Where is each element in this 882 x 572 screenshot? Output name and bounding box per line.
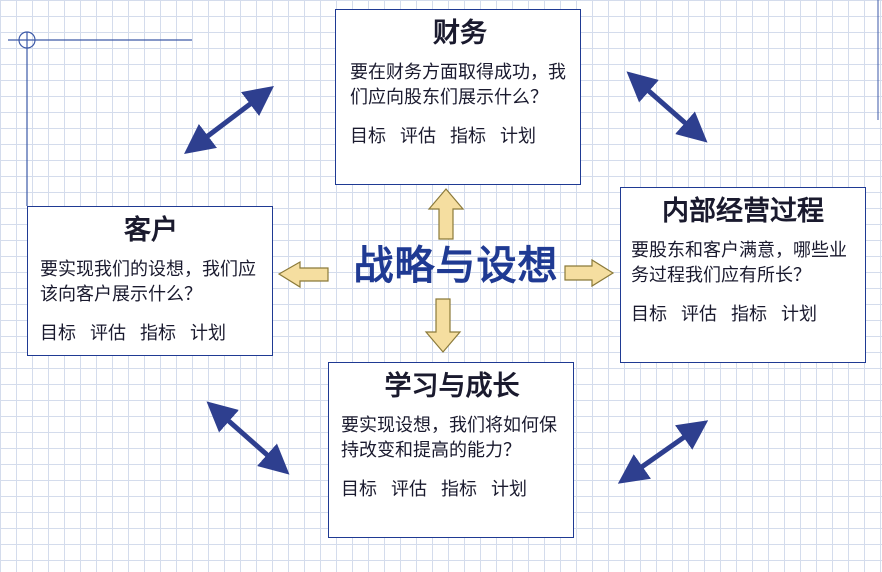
block-arrow-left <box>277 260 329 289</box>
internal-metric-plan: 计划 <box>781 304 817 326</box>
customer-question: 要实现我们的设想，我们应该向客户展示什么？ <box>40 259 256 306</box>
learning-metric-evaluation: 评估 <box>391 479 427 501</box>
learning-growth-box: 学习与成长 要实现设想，我们将如何保持改变和提高的能力？ 目标 评估 指标 计划 <box>328 362 574 538</box>
learning-metric-indicator: 指标 <box>441 479 477 501</box>
customer-box: 客户 要实现我们的设想，我们应该向客户展示什么？ 目标 评估 指标 计划 <box>27 206 273 356</box>
customer-metric-goal: 目标 <box>40 323 76 345</box>
learning-growth-title: 学习与成长 <box>384 371 520 402</box>
finance-metric-evaluation: 评估 <box>400 126 436 148</box>
finance-metric-indicator: 指标 <box>450 126 486 148</box>
finance-metric-goal: 目标 <box>350 126 386 148</box>
arrow-finance-internal <box>626 71 708 143</box>
learning-metric-goal: 目标 <box>341 479 377 501</box>
finance-metric-plan: 计划 <box>500 126 536 148</box>
internal-process-title: 内部经营过程 <box>662 196 824 227</box>
finance-metrics: 目标 评估 指标 计划 <box>350 122 570 148</box>
finance-box: 财务 要在财务方面取得成功，我们应向股东们展示什么？ 目标 评估 指标 计划 <box>335 9 581 185</box>
arrow-customer-learning <box>206 401 290 475</box>
learning-growth-question: 要实现设想，我们将如何保持改变和提高的能力？ <box>341 415 557 462</box>
customer-metric-plan: 计划 <box>190 323 226 345</box>
block-arrow-down <box>424 298 462 353</box>
deco-crosshair-circle <box>18 31 36 49</box>
internal-process-box: 内部经营过程 要股东和客户满意，哪些业务过程我们应有所长？ 目标 评估 指标 计… <box>620 187 866 363</box>
arrow-customer-finance <box>184 85 274 155</box>
finance-title: 财务 <box>433 18 487 49</box>
block-arrow-right <box>564 258 615 288</box>
arrow-internal-learning <box>617 420 709 484</box>
internal-metric-indicator: 指标 <box>731 304 767 326</box>
strategy-vision-title: 战略与设想 <box>353 242 559 289</box>
customer-title: 客户 <box>124 215 178 246</box>
internal-process-metrics: 目标 评估 指标 计划 <box>631 300 855 326</box>
learning-metric-plan: 计划 <box>491 479 527 501</box>
block-arrow-up <box>427 188 465 240</box>
customer-metrics: 目标 评估 指标 计划 <box>40 319 262 345</box>
customer-metric-indicator: 指标 <box>140 323 176 345</box>
internal-metric-evaluation: 评估 <box>681 304 717 326</box>
internal-process-question: 要股东和客户满意，哪些业务过程我们应有所长？ <box>631 240 847 287</box>
learning-growth-metrics: 目标 评估 指标 计划 <box>341 475 563 501</box>
customer-metric-evaluation: 评估 <box>90 323 126 345</box>
internal-metric-goal: 目标 <box>631 304 667 326</box>
finance-question: 要在财务方面取得成功，我们应向股东们展示什么？ <box>350 62 566 109</box>
